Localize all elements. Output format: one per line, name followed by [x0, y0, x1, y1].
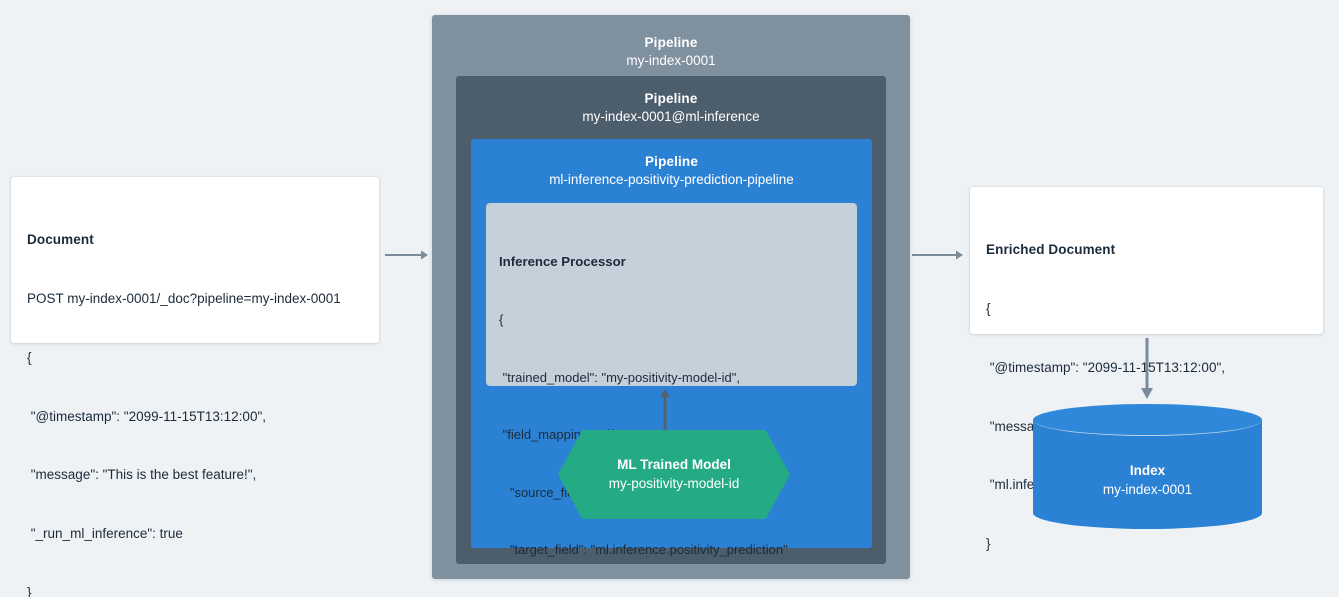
ml-trained-model-node: ML Trained Model my-positivity-model-id [558, 430, 790, 519]
document-body-line: "@timestamp": "2099-11-15T13:12:00", [27, 408, 266, 424]
inference-processor-box: Inference Processor { "trained_model": "… [486, 203, 857, 557]
document-body-line: { [27, 349, 32, 365]
document-body-line: } [27, 584, 32, 597]
index-title: Index [1129, 463, 1166, 478]
inference-processor-line: { [499, 312, 504, 328]
arrow-right-icon [385, 248, 429, 266]
arrow-up-icon [658, 388, 672, 437]
ml-model-name: my-positivity-model-id [608, 476, 740, 491]
document-body-line: "_run_ml_inference": true [27, 526, 183, 542]
inference-processor-title: Inference Processor [499, 254, 626, 270]
arrow-down-icon [1137, 338, 1157, 405]
cylinder-top [1033, 404, 1262, 436]
pipeline-outer-kind: Pipeline [644, 35, 698, 50]
index-label-group: Index my-index-0001 [1033, 462, 1262, 499]
index-cylinder: Index my-index-0001 [1033, 404, 1262, 529]
document-body-line: "message": "This is the best feature!", [27, 467, 257, 483]
document-request-line: POST my-index-0001/_doc?pipeline=my-inde… [27, 290, 341, 306]
ml-model-title: ML Trained Model [617, 457, 731, 472]
document-title: Document [27, 232, 94, 248]
enriched-document-line: { [986, 300, 991, 316]
inference-processor-line: "trained_model": "my-positivity-model-id… [499, 369, 740, 385]
pipeline-middle-kind: Pipeline [644, 91, 698, 106]
pipeline-middle-name: my-index-0001@ml-inference [582, 109, 760, 124]
arrow-right-icon [912, 248, 964, 266]
enriched-document-line: "@timestamp": "2099-11-15T13:12:00", [986, 359, 1225, 375]
document-card: Document POST my-index-0001/_doc?pipelin… [11, 177, 379, 597]
enriched-document-card: Enriched Document { "@timestamp": "2099-… [970, 187, 1323, 551]
inference-processor-line: "target_field": "ml.inference.positivity… [499, 542, 788, 558]
index-name: my-index-0001 [1102, 482, 1193, 497]
pipeline-outer-name: my-index-0001 [626, 53, 716, 68]
enriched-document-title: Enriched Document [986, 242, 1116, 258]
pipeline-inner-kind: Pipeline [645, 154, 698, 169]
enriched-document-line: } [986, 536, 991, 552]
pipeline-inner-name: ml-inference-positivity-prediction-pipel… [549, 172, 794, 187]
